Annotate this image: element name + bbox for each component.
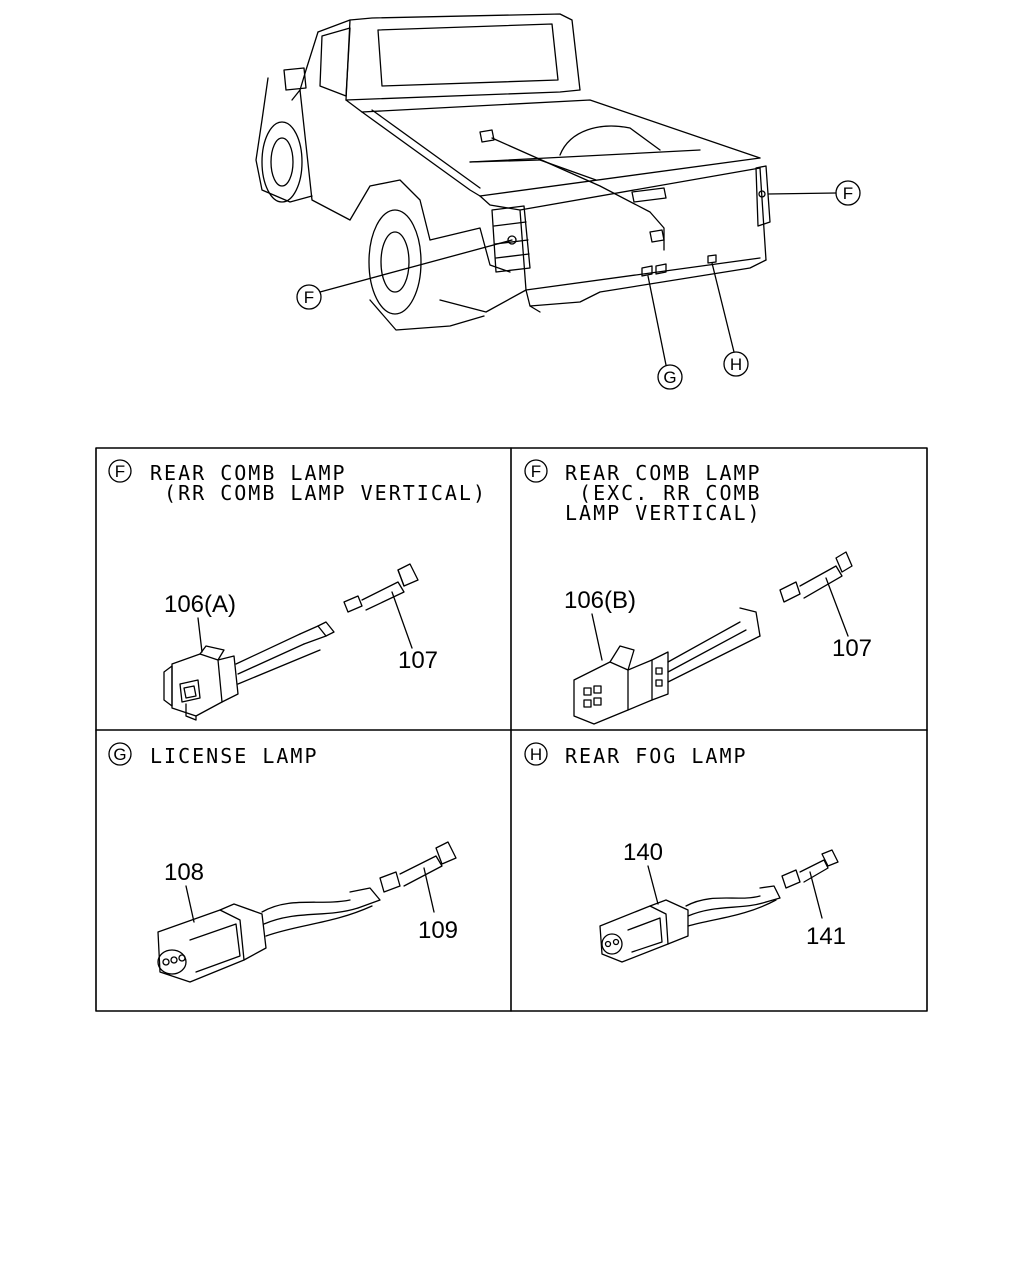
panel-letter: G	[113, 745, 126, 764]
overview-callout-f-right: F	[835, 180, 861, 206]
connector-part-label: 106(B)	[564, 587, 636, 614]
connector-106a-icon	[163, 645, 239, 721]
terminal-109-icon	[379, 841, 457, 893]
panel-license-lamp: G LICENSE LAMP 108 109	[108, 742, 458, 983]
overview-callout-g: G	[657, 364, 683, 390]
callout-letter: H	[730, 355, 742, 374]
panel-title-line-1: LICENSE LAMP	[150, 744, 319, 768]
terminal-107-icon	[779, 551, 853, 603]
callout-letter: F	[843, 184, 853, 203]
panel-rear-fog-lamp: H REAR FOG LAMP 140 141	[524, 742, 846, 963]
detail-grid	[95, 447, 928, 1012]
panel-title-line-3: LAMP VERTICAL)	[565, 501, 762, 525]
truck-illustration	[255, 13, 771, 331]
overview-callout-f-left: F	[296, 284, 322, 310]
panel-title-line-1: REAR COMB LAMP	[150, 461, 347, 485]
panel-rear-comb-lamp-vertical: F REAR COMB LAMP (RR COMB LAMP VERTICAL)…	[108, 459, 487, 721]
terminal-part-label: 141	[806, 923, 846, 950]
panel-title-line-1: REAR FOG LAMP	[565, 744, 748, 768]
panel-title-line-2: (RR COMB LAMP VERTICAL)	[150, 481, 487, 505]
connector-108-icon	[157, 903, 267, 983]
terminal-107-icon	[343, 563, 419, 613]
connector-106b-icon	[573, 645, 669, 725]
overview-leader-lines	[319, 192, 837, 366]
terminal-141-icon	[781, 849, 839, 889]
connector-140-icon	[599, 899, 689, 963]
connector-part-label: 108	[164, 859, 204, 886]
panel-rear-comb-lamp-exc-vertical: F REAR COMB LAMP (EXC. RR COMB LAMP VERT…	[524, 459, 872, 725]
panel-title-line-2: (EXC. RR COMB	[565, 481, 762, 505]
callout-letter: F	[304, 288, 314, 307]
terminal-part-label: 109	[418, 917, 458, 944]
terminal-part-label: 107	[832, 635, 872, 662]
overview-callout-h: H	[723, 351, 749, 377]
connector-part-label: 140	[623, 839, 663, 866]
callout-letter: G	[663, 368, 676, 387]
connector-part-label: 106(A)	[164, 591, 236, 618]
panel-title-line-1: REAR COMB LAMP	[565, 461, 762, 485]
panel-letter: H	[530, 745, 542, 764]
panel-letter: F	[115, 462, 125, 481]
terminal-part-label: 107	[398, 647, 438, 674]
panel-letter: F	[531, 462, 541, 481]
